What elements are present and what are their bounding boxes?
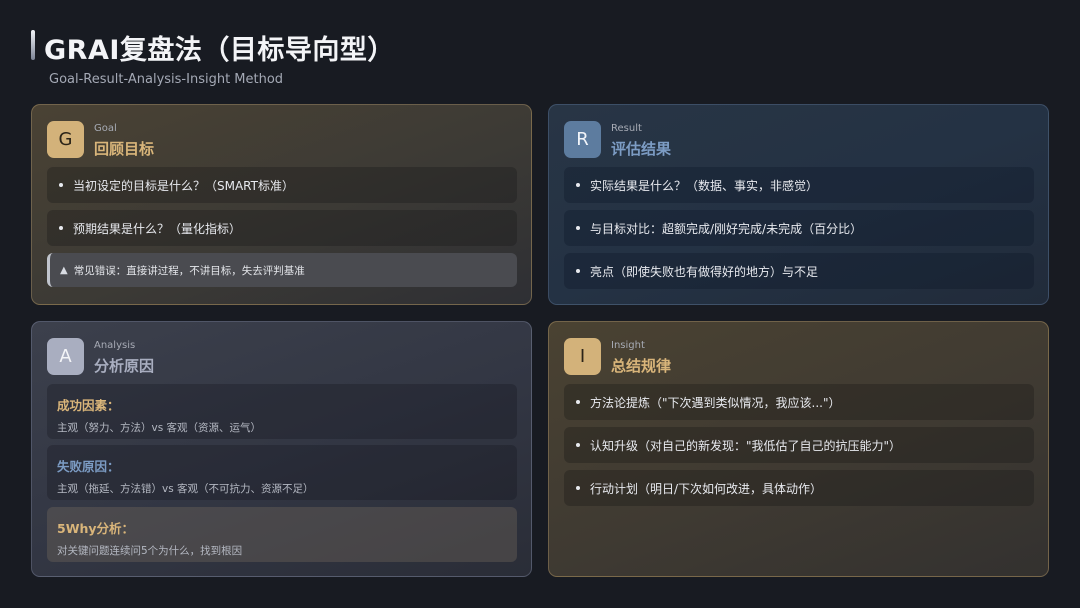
goal-item-text: 当初设定的目标是什么？（SMART标准） (73, 178, 294, 193)
page-subtitle: Goal-Result-Analysis-Insight Method (49, 72, 284, 87)
result-card: R Result 评估结果 实际结果是什么？（数据、事实，非感觉） 与目标对比：… (548, 104, 1049, 305)
analysis-block-title: 失败原因： (57, 459, 120, 474)
goal-card: G Goal 回顾目标 当初设定的目标是什么？（SMART标准） 预期结果是什么… (31, 104, 532, 305)
result-item-text: 实际结果是什么？（数据、事实，非感觉） (590, 178, 819, 193)
insight-letter-badge: I (564, 338, 601, 375)
goal-english-label: Goal (94, 123, 117, 134)
insight-heading: 总结规律 (611, 357, 672, 375)
bullet-icon (59, 183, 63, 187)
goal-heading: 回顾目标 (94, 140, 155, 158)
analysis-block-desc: 主观（拖延、方法错）vs 客观（不可抗力、资源不足） (57, 483, 314, 495)
page-title: GRAI复盘法（目标导向型） (44, 35, 395, 66)
title-accent-bar (31, 30, 35, 60)
analysis-block-title: 5Why分析： (57, 521, 135, 536)
analysis-letter-badge: A (47, 338, 84, 375)
insight-item: 认知升级（对自己的新发现："我低估了自己的抗压能力"） (564, 427, 1034, 463)
bullet-icon (576, 269, 580, 273)
analysis-success-block: 成功因素： 主观（努力、方法）vs 客观（资源、运气） (47, 384, 517, 439)
analysis-block-desc: 对关键问题连续问5个为什么，找到根因 (57, 545, 243, 557)
result-item: 亮点（即使失败也有做得好的地方）与不足 (564, 253, 1034, 289)
insight-item-text: 行动计划（明日/下次如何改进，具体动作） (590, 481, 823, 496)
insight-item: 方法论提炼（"下次遇到类似情况，我应该..."） (564, 384, 1034, 420)
result-english-label: Result (611, 123, 642, 134)
result-item: 与目标对比：超额完成/刚好完成/未完成（百分比） (564, 210, 1034, 246)
goal-warning: ▲ 常见错误：直接讲过程，不讲目标，失去评判基准 (47, 253, 517, 287)
goal-letter-badge: G (47, 121, 84, 158)
result-item: 实际结果是什么？（数据、事实，非感觉） (564, 167, 1034, 203)
bullet-icon (576, 443, 580, 447)
goal-item-text: 预期结果是什么？（量化指标） (73, 221, 242, 236)
warning-icon: ▲ (60, 264, 68, 276)
analysis-english-label: Analysis (94, 340, 136, 351)
bullet-icon (576, 400, 580, 404)
result-heading: 评估结果 (611, 140, 672, 158)
result-item-text: 与目标对比：超额完成/刚好完成/未完成（百分比） (590, 221, 863, 236)
bullet-icon (576, 183, 580, 187)
analysis-failure-block: 失败原因： 主观（拖延、方法错）vs 客观（不可抗力、资源不足） (47, 445, 517, 500)
analysis-5why-block: 5Why分析： 对关键问题连续问5个为什么，找到根因 (47, 507, 517, 562)
insight-card: I Insight 总结规律 方法论提炼（"下次遇到类似情况，我应该..."） … (548, 321, 1049, 577)
goal-warning-text: 常见错误：直接讲过程，不讲目标，失去评判基准 (73, 264, 305, 277)
analysis-block-title: 成功因素： (57, 398, 120, 413)
result-item-text: 亮点（即使失败也有做得好的地方）与不足 (590, 264, 819, 279)
result-letter-badge: R (564, 121, 601, 158)
bullet-icon (576, 226, 580, 230)
analysis-heading: 分析原因 (94, 357, 155, 375)
insight-item: 行动计划（明日/下次如何改进，具体动作） (564, 470, 1034, 506)
analysis-card: A Analysis 分析原因 成功因素： 主观（努力、方法）vs 客观（资源、… (31, 321, 532, 577)
insight-item-text: 认知升级（对自己的新发现："我低估了自己的抗压能力"） (590, 438, 902, 453)
bullet-icon (576, 486, 580, 490)
bullet-icon (59, 226, 63, 230)
insight-item-text: 方法论提炼（"下次遇到类似情况，我应该..."） (590, 395, 841, 410)
insight-english-label: Insight (611, 340, 645, 351)
analysis-block-desc: 主观（努力、方法）vs 客观（资源、运气） (57, 422, 262, 434)
goal-item: 预期结果是什么？（量化指标） (47, 210, 517, 246)
goal-item: 当初设定的目标是什么？（SMART标准） (47, 167, 517, 203)
